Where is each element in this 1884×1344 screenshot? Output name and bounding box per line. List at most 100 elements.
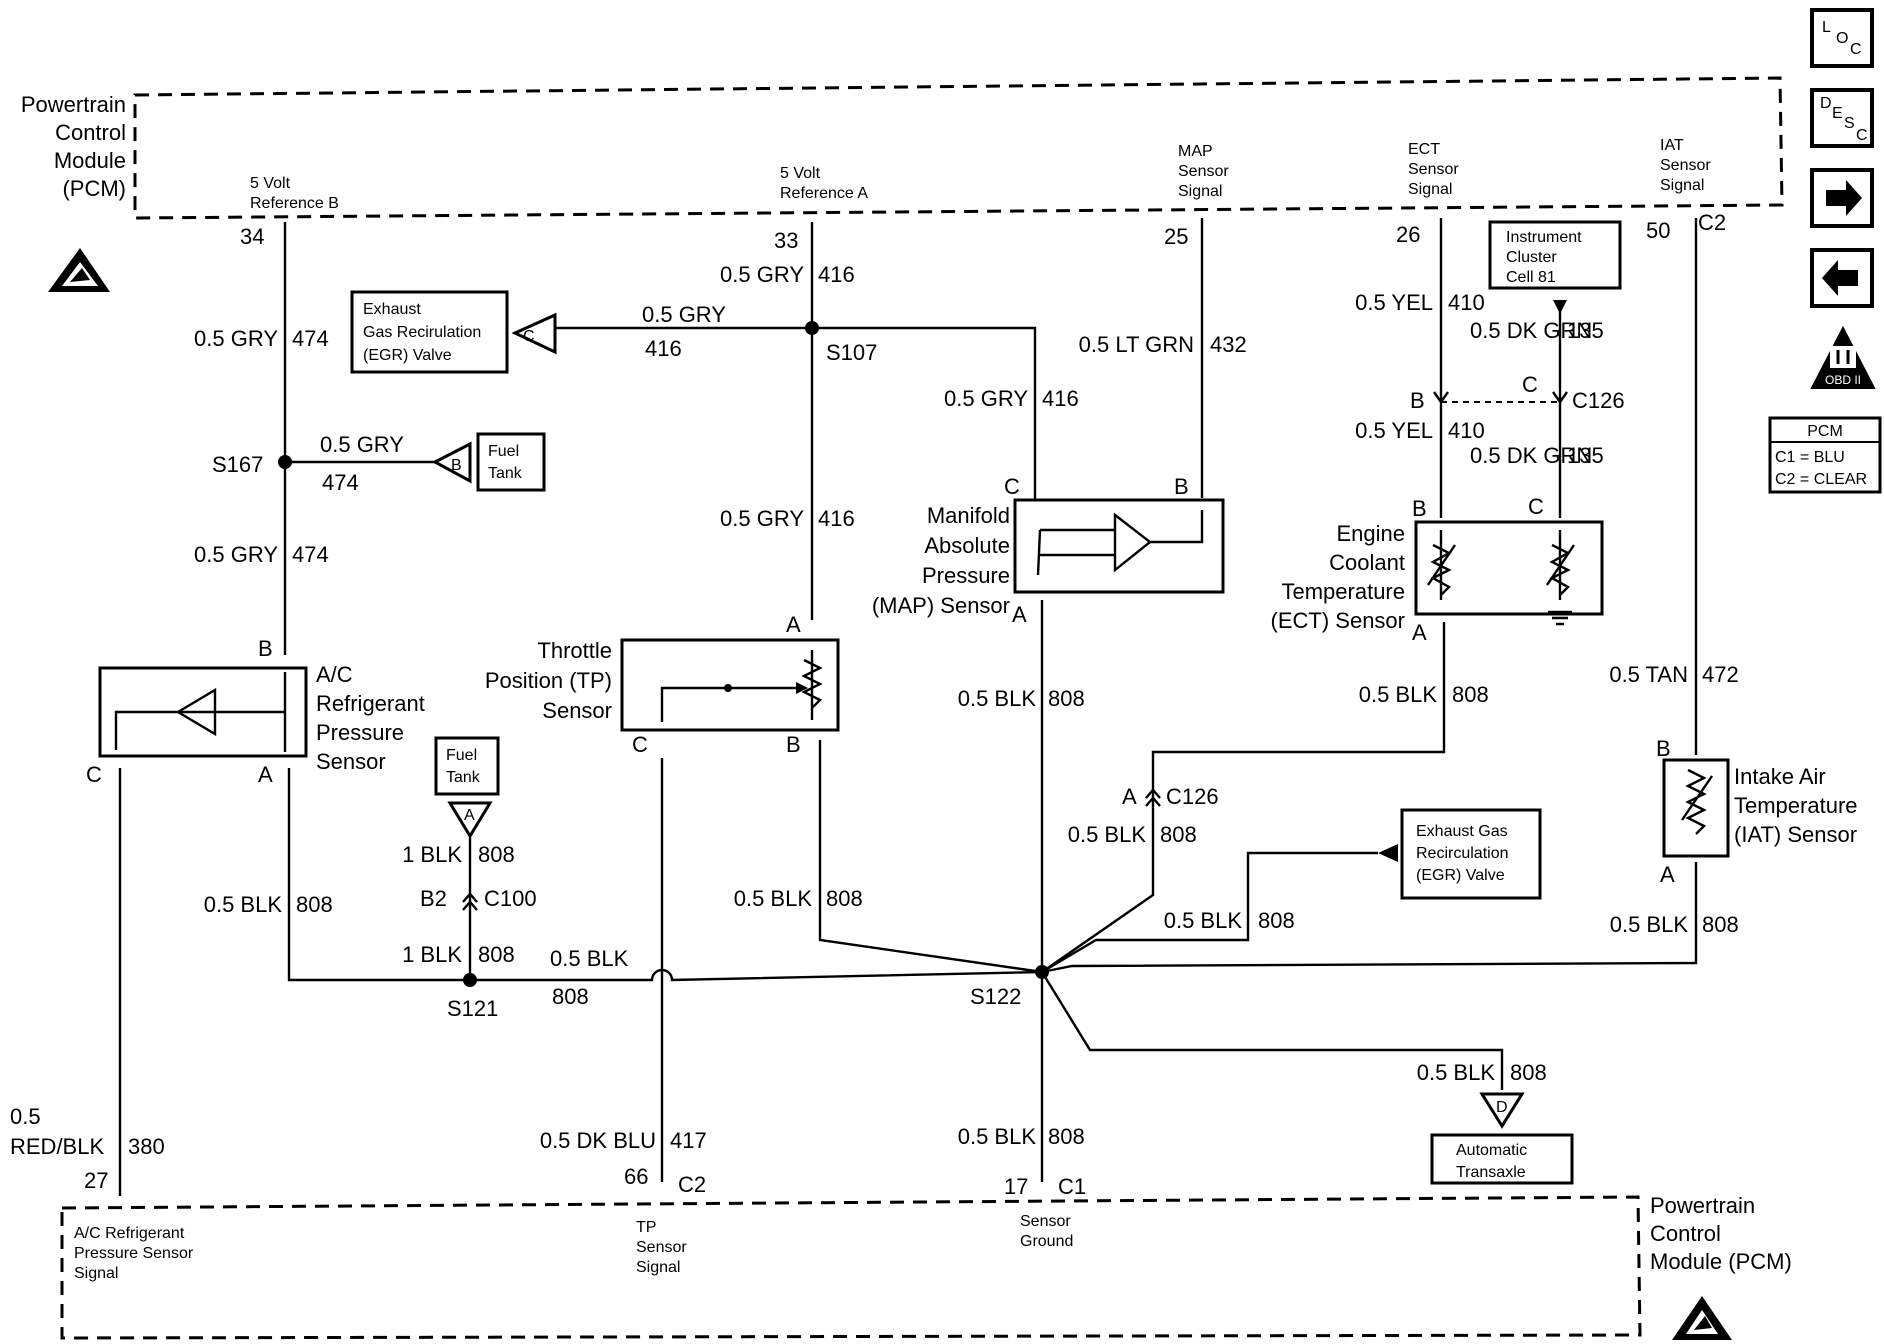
wire-808-ect xyxy=(1041,622,1446,973)
svg-text:808: 808 xyxy=(1702,912,1739,937)
pin-ref-b-number: 34 xyxy=(240,224,264,249)
svg-text:808: 808 xyxy=(1258,908,1295,933)
svg-text:0.5 BLK: 0.5 BLK xyxy=(734,886,813,911)
svg-text:A: A xyxy=(1412,620,1427,645)
svg-text:474: 474 xyxy=(292,326,329,351)
wire-808-ac xyxy=(287,768,1043,982)
svg-text:Pressure: Pressure xyxy=(922,563,1010,588)
arrow-left-icon xyxy=(1822,260,1858,296)
svg-text:Signal: Signal xyxy=(1660,177,1704,194)
svg-text:B: B xyxy=(258,636,273,661)
svg-text:0.5 TAN: 0.5 TAN xyxy=(1609,662,1688,687)
svg-text:A: A xyxy=(258,762,273,787)
svg-text:Module (PCM): Module (PCM) xyxy=(1650,1249,1792,1274)
tp-sensor: Throttle Position (TP) Sensor xyxy=(485,638,840,732)
connector-c100: B2 C100 xyxy=(420,886,537,911)
pcm-bottom-boundary xyxy=(60,1195,1642,1340)
svg-text:0.5 GRY: 0.5 GRY xyxy=(194,542,278,567)
svg-text:Pressure: Pressure xyxy=(316,720,404,745)
egr-valve-top: Exhaust Gas Recirulation (EGR) Valve C xyxy=(350,290,557,374)
svg-text:Signal: Signal xyxy=(74,1265,118,1282)
pin-ref-b-label: 5 Volt Reference B xyxy=(250,175,339,212)
pin-iat-connector: C2 xyxy=(1698,210,1726,235)
svg-text:C126: C126 xyxy=(1166,784,1219,809)
pin-tp-number: 66 xyxy=(624,1164,648,1189)
svg-text:472: 472 xyxy=(1702,662,1739,687)
svg-text:410: 410 xyxy=(1448,418,1485,443)
splice-s107-dot xyxy=(805,321,819,335)
svg-text:808: 808 xyxy=(478,842,515,867)
svg-text:Reference A: Reference A xyxy=(780,185,868,202)
svg-text:135: 135 xyxy=(1567,443,1604,468)
svg-text:B: B xyxy=(1656,736,1671,761)
svg-text:0.5 YEL: 0.5 YEL xyxy=(1355,418,1433,443)
svg-text:C: C xyxy=(523,328,535,345)
svg-text:C: C xyxy=(1856,127,1868,144)
svg-text:0.5 GRY: 0.5 GRY xyxy=(720,262,804,287)
description-button[interactable]: D E S C xyxy=(1810,88,1874,148)
svg-text:Control: Control xyxy=(55,120,126,145)
svg-text:Recirculation: Recirculation xyxy=(1416,845,1508,862)
pin-iat-label: IAT Sensor Signal xyxy=(1660,137,1711,194)
pcm-top-boundary xyxy=(133,76,1784,220)
svg-text:Signal: Signal xyxy=(636,1259,680,1276)
svg-text:B2: B2 xyxy=(420,886,447,911)
wire-808-iat xyxy=(1041,862,1698,974)
splice-s107-label: S107 xyxy=(826,340,877,365)
svg-text:0.5 BLK: 0.5 BLK xyxy=(1610,912,1689,937)
esd-warning-icon xyxy=(1672,1296,1732,1340)
svg-text:Tank: Tank xyxy=(488,465,523,482)
svg-text:A: A xyxy=(786,612,801,637)
svg-text:Tank: Tank xyxy=(446,769,481,786)
svg-text:0.5 GRY: 0.5 GRY xyxy=(194,326,278,351)
svg-text:A: A xyxy=(1012,602,1027,627)
previous-page-button[interactable] xyxy=(1810,248,1874,308)
ect-sensor: Engine Coolant Temperature (ECT) Sensor xyxy=(1271,520,1604,633)
svg-text:C1 = BLU: C1 = BLU xyxy=(1775,449,1845,466)
svg-text:B: B xyxy=(1412,496,1427,521)
svg-text:0.5 GRY: 0.5 GRY xyxy=(720,506,804,531)
svg-text:0.5: 0.5 xyxy=(10,1104,41,1129)
svg-text:Fuel: Fuel xyxy=(488,443,519,460)
svg-text:A/C: A/C xyxy=(316,662,353,687)
svg-text:474: 474 xyxy=(292,542,329,567)
svg-text:Module: Module xyxy=(54,148,126,173)
svg-text:Gas Recirulation: Gas Recirulation xyxy=(363,324,481,341)
svg-text:Ground: Ground xyxy=(1020,1233,1073,1250)
location-button[interactable]: L O C xyxy=(1810,8,1874,68)
pin-gnd-label: Sensor Ground xyxy=(1020,1213,1073,1250)
pin-ref-a-number: 33 xyxy=(774,228,798,253)
svg-text:0.5 DK GRN: 0.5 DK GRN xyxy=(1470,443,1592,468)
next-page-button[interactable] xyxy=(1810,168,1874,228)
svg-text:L: L xyxy=(1822,19,1831,36)
pin-ref-a-label: 5 Volt Reference A xyxy=(780,165,868,202)
svg-text:Transaxle: Transaxle xyxy=(1456,1164,1526,1181)
iat-sensor: Intake Air Temperature (IAT) Sensor xyxy=(1662,758,1858,858)
svg-text:E: E xyxy=(1832,105,1843,122)
svg-text:ECT: ECT xyxy=(1408,141,1440,158)
pcm-top-label: Powertrain Control Module (PCM) xyxy=(21,92,126,201)
splice-s122-label: S122 xyxy=(970,984,1021,1009)
wire-808-tp xyxy=(818,740,1043,974)
svg-text:TP: TP xyxy=(636,1219,656,1236)
wire-416-egr xyxy=(555,326,1037,500)
svg-text:380: 380 xyxy=(128,1134,165,1159)
svg-text:A: A xyxy=(464,807,475,824)
svg-text:(PCM): (PCM) xyxy=(62,176,126,201)
egr-valve-bottom: Exhaust Gas Recirculation (EGR) Valve xyxy=(1378,808,1542,900)
obd-ii-button[interactable]: OBD II xyxy=(1810,325,1876,389)
svg-text:1 BLK: 1 BLK xyxy=(402,942,462,967)
svg-text:Sensor: Sensor xyxy=(542,698,612,723)
svg-text:C100: C100 xyxy=(484,886,537,911)
svg-text:B: B xyxy=(1174,474,1189,499)
svg-text:Exhaust Gas: Exhaust Gas xyxy=(1416,823,1508,840)
svg-text:0.5 GRY: 0.5 GRY xyxy=(642,302,726,327)
svg-text:OBD II: OBD II xyxy=(1825,373,1861,387)
connector-c126-top: B C C126 xyxy=(1410,372,1625,413)
svg-text:5 Volt: 5 Volt xyxy=(250,175,291,192)
svg-text:Sensor: Sensor xyxy=(1020,1213,1071,1230)
svg-text:D: D xyxy=(1496,1099,1508,1116)
ac-pressure-sensor: A/C Refrigerant Pressure Sensor xyxy=(98,662,425,774)
